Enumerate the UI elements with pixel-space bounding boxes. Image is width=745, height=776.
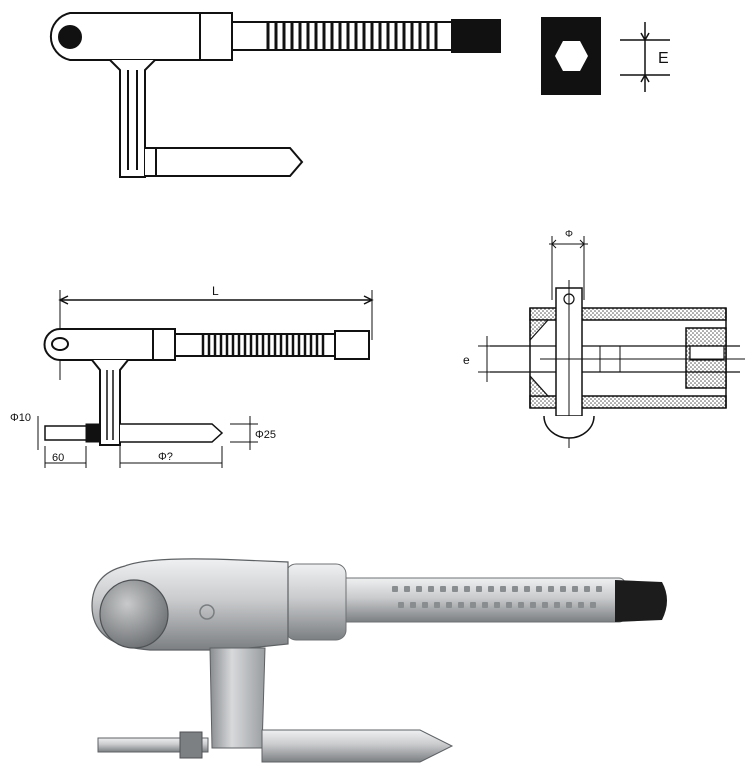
mid-thread-marks	[201, 335, 325, 355]
dimension-60-label: 60	[52, 452, 64, 464]
cross-section-view	[478, 236, 745, 448]
photo-nut	[179, 731, 203, 759]
rubber-tip	[451, 19, 501, 53]
emblem-icon	[199, 604, 215, 620]
thread-marks	[266, 23, 438, 49]
dimensioned-view	[37, 290, 374, 468]
top-side-view	[49, 12, 501, 178]
section-top-dimension-label: Φ	[565, 229, 573, 240]
dimension-bottom-label: Φ?	[158, 451, 173, 463]
pivot-hole	[58, 25, 82, 49]
diameter-right-label: Φ25	[255, 429, 276, 441]
product-photo	[44, 520, 716, 776]
hex-dimension-label: E	[658, 50, 669, 67]
photo-ball-head	[99, 579, 169, 649]
shaft-perforations	[392, 586, 602, 608]
diameter-left-label: Φ10	[10, 412, 31, 424]
section-left-dimension-label: e	[463, 353, 470, 367]
photo-rubber-tip	[615, 580, 667, 622]
hex-socket-view: E	[541, 17, 670, 95]
length-dimension-label: L	[212, 284, 219, 298]
